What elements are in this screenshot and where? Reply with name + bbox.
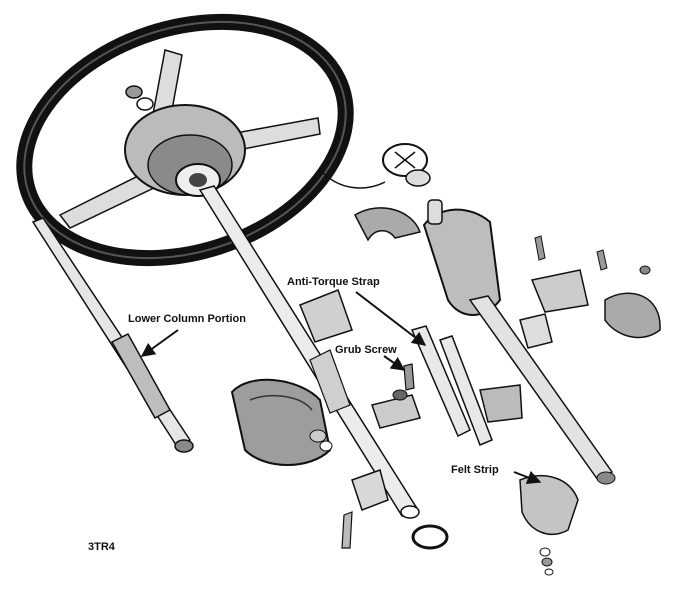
bracket-clip xyxy=(519,313,553,349)
label-lower-column-portion: Lower Column Portion xyxy=(128,313,246,325)
lower-column-arrow xyxy=(140,329,179,357)
horn-ring xyxy=(382,143,431,187)
bracket-bolt xyxy=(341,511,353,549)
shroud-half xyxy=(354,207,421,242)
main-steering-shaft xyxy=(198,185,420,519)
steering-wheel xyxy=(16,13,354,267)
label-anti-torque-strap: Anti-Torque Strap xyxy=(287,276,380,288)
bolt-1 xyxy=(534,235,546,261)
nut-small xyxy=(639,265,651,275)
anti-torque-arrow xyxy=(355,291,427,346)
upper-column-housing xyxy=(422,199,616,485)
hub-nut xyxy=(125,85,154,111)
figure-id: 3TR4 xyxy=(88,541,115,553)
column-bracket xyxy=(530,269,589,313)
washer xyxy=(411,524,449,550)
lower-bracket xyxy=(351,469,389,511)
horn-wire xyxy=(321,171,386,189)
label-felt-strip: Felt Strip xyxy=(451,464,499,476)
anti-torque-strap-1 xyxy=(410,325,471,438)
anti-torque-strap-2 xyxy=(439,335,493,446)
shaft-clamp xyxy=(299,289,353,343)
grub-screw-arrow xyxy=(383,355,406,371)
felt-strip-arrow xyxy=(513,470,542,485)
grub-screw-assembly xyxy=(371,363,421,429)
felt-strip-assembly xyxy=(519,475,579,576)
shroud-cap xyxy=(604,292,661,339)
steering-gear-housing xyxy=(230,378,333,466)
label-grub-screw: Grub Screw xyxy=(335,344,397,356)
bolt-2 xyxy=(596,249,608,271)
strap-clip xyxy=(479,384,523,423)
lower-column-shaft xyxy=(31,217,194,453)
